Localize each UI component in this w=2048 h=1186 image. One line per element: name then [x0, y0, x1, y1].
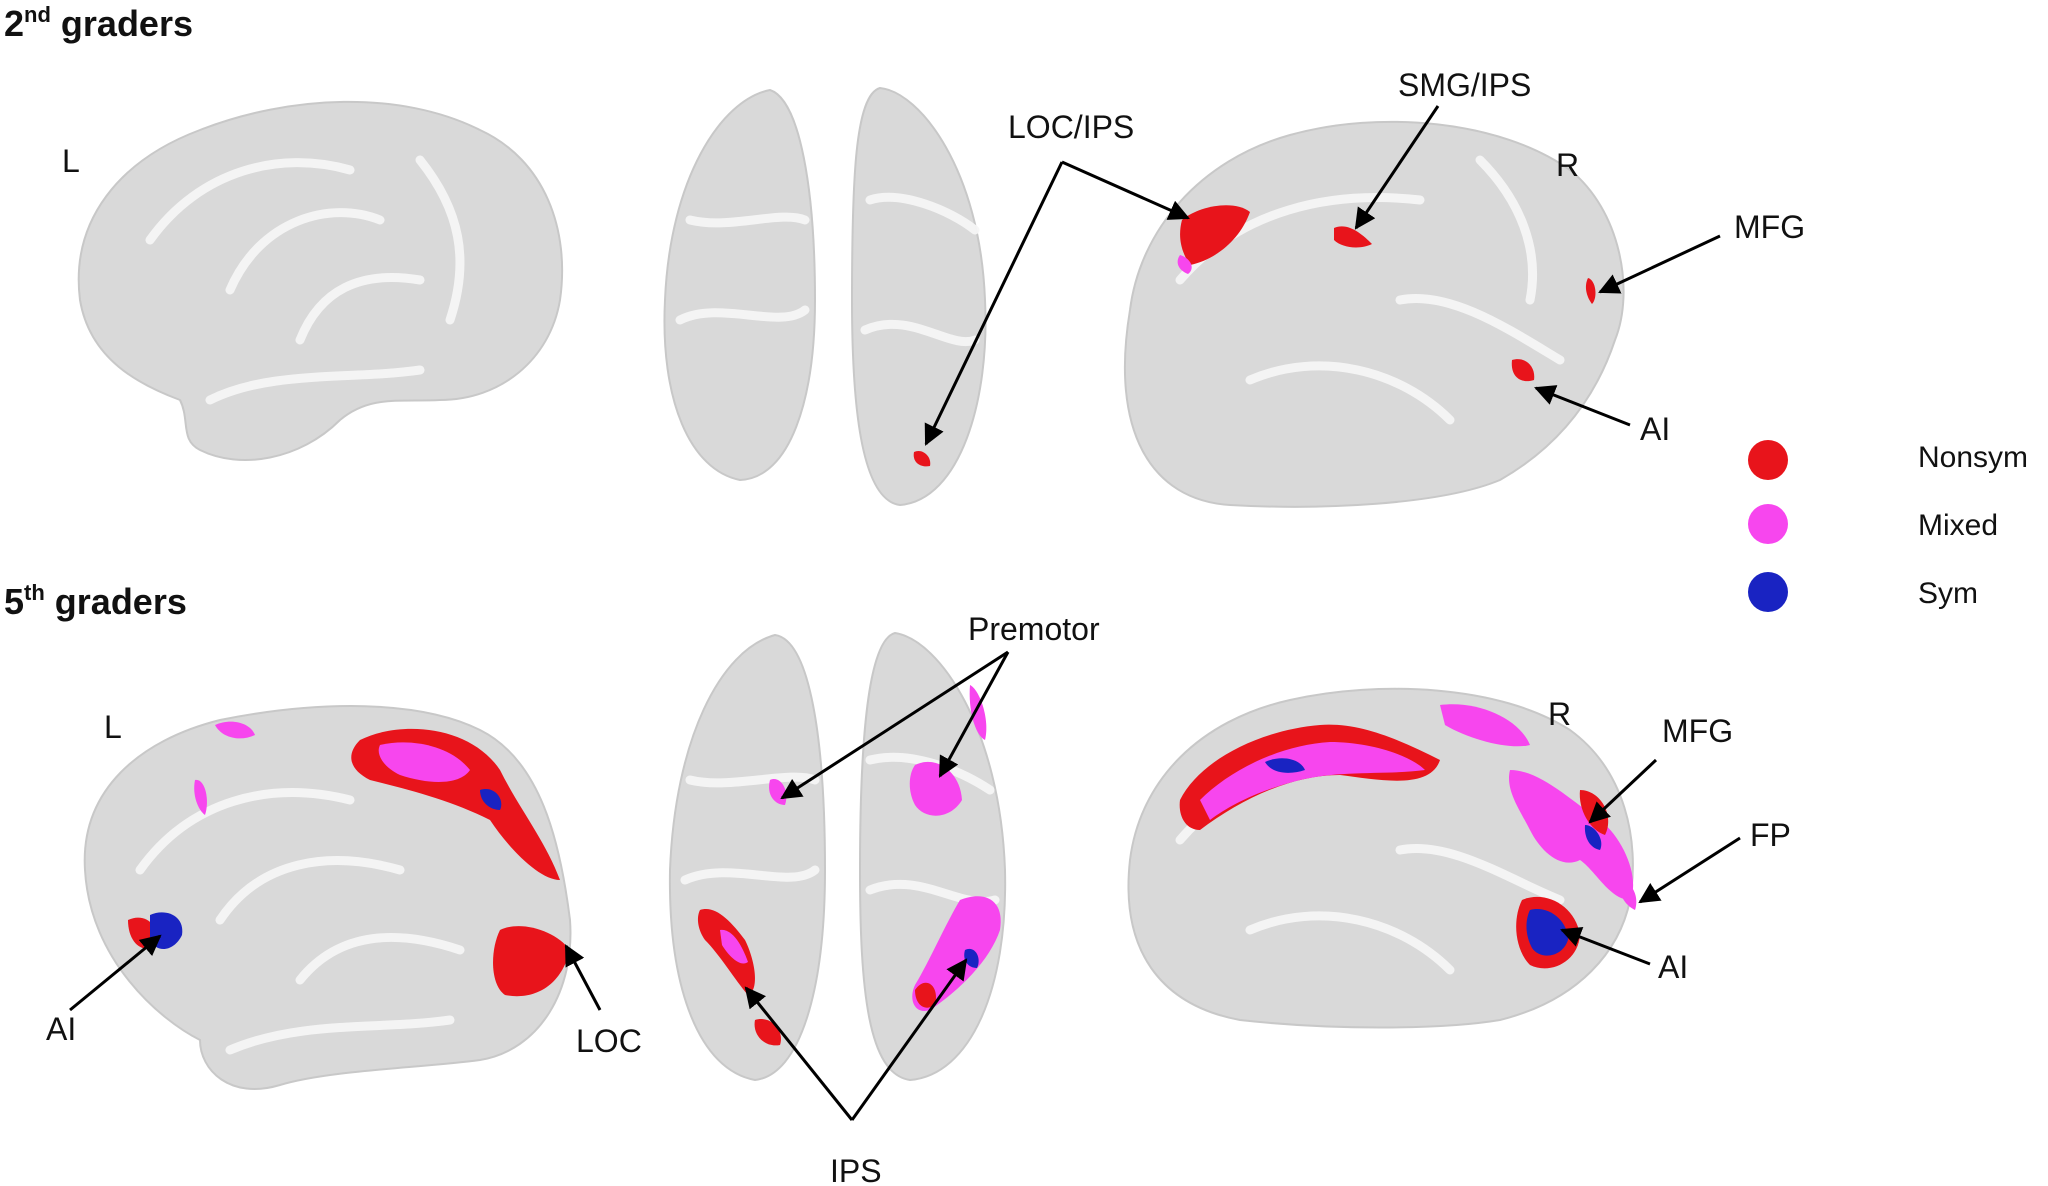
- arrow-smg-ips: [1354, 105, 1440, 230]
- blob-right-premotor-mixed: [1440, 704, 1530, 747]
- legend-swatch-nonsym: [1748, 440, 1788, 480]
- blob-top-ips-right-nonsym: [915, 982, 936, 1008]
- blob-left-precentral-mixed: [194, 779, 207, 815]
- arrow-ai-2nd: [1534, 385, 1631, 427]
- label-loc-ips: LOC/IPS: [1008, 109, 1134, 145]
- label-mfg-2nd: MFG: [1734, 209, 1805, 245]
- legend-swatch-sym: [1748, 572, 1788, 612]
- activations-5th: [128, 685, 1637, 1046]
- brain-2nd-top-view: [663, 86, 987, 507]
- arrow-mfg-5th: [1588, 758, 1658, 824]
- label-hemisphere-right-2nd: R: [1556, 147, 1579, 183]
- blob-top-ips-left-mixed: [720, 929, 748, 964]
- label-ips: IPS: [830, 1153, 882, 1186]
- arrow-mfg-2nd: [1598, 234, 1721, 294]
- blob-loc-ips-right-mixed: [1177, 255, 1192, 274]
- brain-2nd-left-lateral: [77, 100, 564, 461]
- blob-ai-right-5th-sym: [1526, 909, 1568, 956]
- arrow-loc-ips-top: [924, 161, 1064, 446]
- arrow-fp: [1638, 836, 1741, 904]
- blob-top-ips-right-sym: [964, 948, 979, 968]
- arrow-loc: [564, 944, 602, 1011]
- label-smg-ips: SMG/IPS: [1398, 67, 1531, 103]
- label-fp: FP: [1750, 817, 1791, 853]
- blob-right-mfg-mixed: [1509, 770, 1634, 900]
- blob-loc-left: [493, 926, 570, 997]
- arrow-ips-left: [744, 986, 854, 1121]
- blob-smg-ips: [1334, 226, 1372, 248]
- blob-fp: [1619, 880, 1637, 910]
- arrow-premotor-left: [780, 650, 1009, 800]
- label-premotor: Premotor: [968, 611, 1100, 647]
- label-loc: LOC: [576, 1023, 642, 1059]
- label-hemisphere-left-2nd: L: [62, 143, 80, 179]
- arrow-loc-ips-right: [1061, 160, 1190, 220]
- blob-right-frontal-sym: [1265, 758, 1305, 773]
- blob-loc-ips-right: [1180, 205, 1250, 265]
- arrow-premotor-right: [938, 651, 1010, 778]
- brain-2nd-right-lateral: [1123, 120, 1625, 508]
- blob-left-parietal-mixed: [378, 742, 470, 782]
- blob-left-frontal-mixed: [215, 721, 255, 739]
- blob-left-parietal-sym: [480, 789, 502, 810]
- label-ai-left-5th: AI: [46, 1011, 76, 1047]
- row-title-5th-graders: 5th graders: [4, 580, 187, 622]
- arrow-ai-left-5th: [69, 934, 162, 1012]
- brain-5th-top-view: [668, 631, 1007, 1082]
- label-hemisphere-left-5th: L: [104, 709, 122, 745]
- blob-ai-right: [1511, 359, 1535, 382]
- blob-right-mfg-sym: [1584, 825, 1602, 850]
- activations-2nd: [913, 205, 1596, 467]
- blob-top-frontal-right: [969, 685, 987, 740]
- legend-label-mixed: Mixed: [1918, 509, 1998, 542]
- arrow-ips-right: [850, 958, 968, 1121]
- blob-right-frontal-mixed: [1200, 742, 1425, 820]
- blob-top-ips-left-nonsym: [697, 909, 756, 995]
- arrow-ai-right-5th: [1560, 927, 1651, 966]
- legend: Nonsym Mixed Sym: [1748, 440, 2028, 612]
- brain-5th-left-lateral: [83, 705, 572, 1090]
- blob-top-ips-right-mixed: [912, 896, 1001, 1011]
- label-hemisphere-right-5th: R: [1548, 696, 1571, 732]
- row-title-2nd-graders: 2nd graders: [4, 2, 193, 44]
- legend-label-nonsym: Nonsym: [1918, 441, 2028, 474]
- label-ai-right-5th: AI: [1658, 949, 1688, 985]
- label-mfg-5th: MFG: [1662, 713, 1733, 749]
- blob-mfg: [1585, 278, 1596, 304]
- legend-swatch-mixed: [1748, 504, 1788, 544]
- label-ai-2nd: AI: [1640, 411, 1670, 447]
- legend-label-sym: Sym: [1918, 577, 1978, 610]
- blob-top-view-ips: [913, 450, 931, 467]
